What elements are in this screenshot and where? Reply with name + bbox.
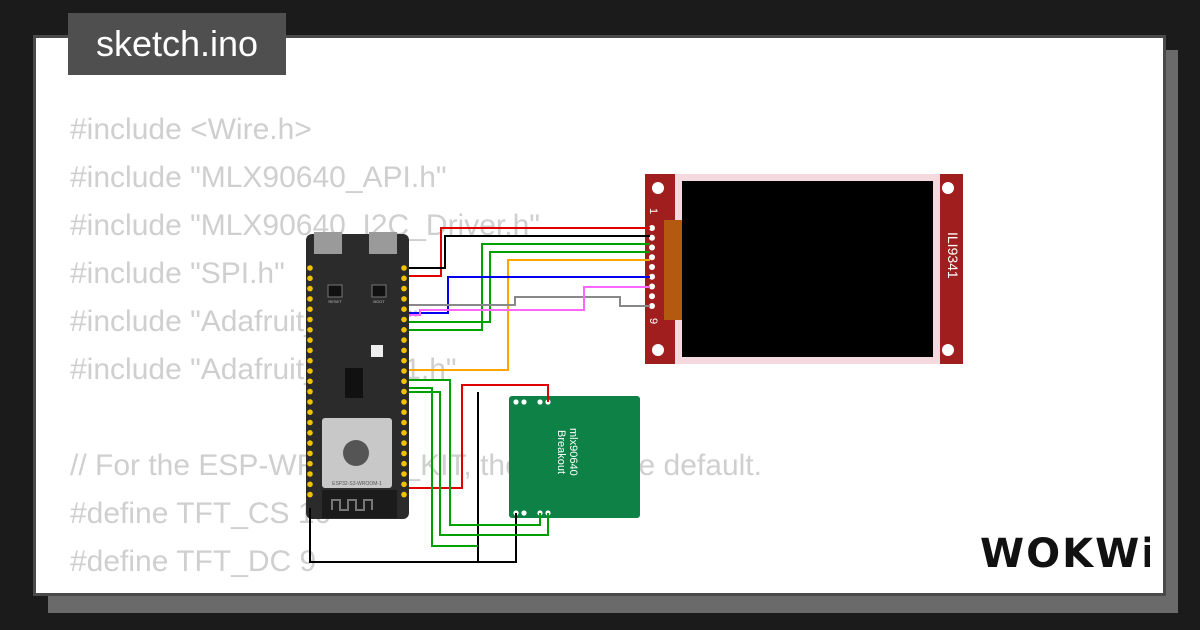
- code-line: #include "SPI.h": [70, 257, 285, 290]
- pin: [307, 378, 313, 385]
- code-panel: #include <Wire.h> #include "MLX90640_API…: [33, 35, 1166, 596]
- pin: [649, 225, 655, 231]
- pin: [401, 347, 407, 354]
- code-line: #define TFT_DC 9: [70, 545, 317, 578]
- pin: [401, 327, 407, 333]
- pin: [401, 265, 407, 271]
- pin: [307, 481, 313, 488]
- pin: [307, 419, 313, 426]
- sensor-label-2: Breakout: [555, 430, 567, 474]
- pin: [521, 510, 527, 516]
- pin: [307, 471, 313, 477]
- pin: [401, 337, 407, 343]
- wire-black-sensor: [477, 392, 517, 563]
- pin: [307, 450, 313, 457]
- pin: [401, 399, 407, 405]
- pin: [649, 254, 655, 261]
- pin: [649, 244, 655, 251]
- pin: [649, 293, 655, 300]
- pin: [401, 275, 407, 282]
- pin: [649, 283, 655, 290]
- pin: [307, 440, 313, 446]
- pin: [401, 357, 407, 364]
- boot-button-label: BOOT: [373, 299, 385, 304]
- pin: [307, 388, 313, 395]
- wokwi-logo[interactable]: WOKWi: [975, 525, 1150, 580]
- display-pin-last: 9: [647, 318, 659, 324]
- pin: [307, 265, 313, 271]
- pin: [401, 481, 407, 488]
- pin: [307, 296, 313, 302]
- module-label: ESP32-S3-WROOM-1: [332, 481, 382, 487]
- sensor-label-1: mlx90640: [567, 428, 579, 476]
- wire-gray: [409, 296, 650, 307]
- pin: [401, 388, 407, 395]
- pin: [401, 440, 407, 446]
- esp32-board[interactable]: RESET BOOT ESP32-S3-WROOM-1: [306, 232, 409, 519]
- display-pin-first: 1: [647, 208, 659, 214]
- pin: [401, 419, 407, 426]
- pin: [401, 306, 407, 313]
- pin: [401, 460, 407, 467]
- wire-blue: [409, 276, 650, 314]
- wire-pink: [409, 286, 650, 316]
- pin: [401, 409, 407, 416]
- pin: [307, 337, 313, 343]
- pin: [401, 450, 407, 457]
- logo-text: WOKWi: [980, 531, 1150, 577]
- pin: [401, 378, 407, 385]
- pin: [307, 430, 313, 436]
- pin: [307, 316, 313, 323]
- code-line: #include "MLX90640_API.h": [70, 161, 447, 194]
- pin: [307, 491, 313, 498]
- pin: [401, 430, 407, 436]
- pin: [401, 296, 407, 302]
- pin: [307, 275, 313, 282]
- pin: [307, 460, 313, 467]
- file-tab[interactable]: sketch.ino: [68, 13, 286, 75]
- pin: [401, 285, 407, 292]
- pin: [401, 368, 407, 374]
- pin: [401, 491, 407, 498]
- pin: [649, 303, 655, 309]
- wire-orange: [409, 259, 650, 371]
- wire-green-sensor-2: [409, 391, 549, 536]
- pin: [537, 399, 543, 405]
- pin: [307, 306, 313, 313]
- code-line: #include <Wire.h>: [70, 113, 312, 146]
- pin: [649, 273, 655, 280]
- wire-green-1: [409, 243, 650, 331]
- wire-green-2: [409, 251, 650, 323]
- display-label: ILI9341: [945, 232, 961, 279]
- pin: [307, 285, 313, 292]
- ili9341-display[interactable]: ILI9341 1 9: [645, 174, 963, 364]
- wire-green-sensor-3: [409, 387, 478, 547]
- mlx90640-sensor[interactable]: mlx90640 Breakout: [509, 396, 640, 518]
- wires: [309, 227, 650, 563]
- pin: [307, 357, 313, 364]
- pin: [521, 399, 527, 405]
- pin: [307, 368, 313, 374]
- pin: [513, 399, 519, 405]
- pin: [649, 234, 655, 241]
- pin: [649, 264, 655, 270]
- pin: [307, 399, 313, 405]
- pin: [401, 316, 407, 323]
- wire-black-gnd-2: [309, 508, 478, 563]
- reset-button-label: RESET: [328, 299, 342, 304]
- pin: [401, 471, 407, 477]
- pin: [307, 347, 313, 354]
- wire-black-gnd: [409, 235, 650, 269]
- pin: [307, 409, 313, 416]
- pin: [307, 327, 313, 333]
- wire-green-sensor-1: [409, 379, 541, 526]
- wire-red-sensor: [409, 384, 549, 489]
- wire-red-vcc: [409, 227, 650, 277]
